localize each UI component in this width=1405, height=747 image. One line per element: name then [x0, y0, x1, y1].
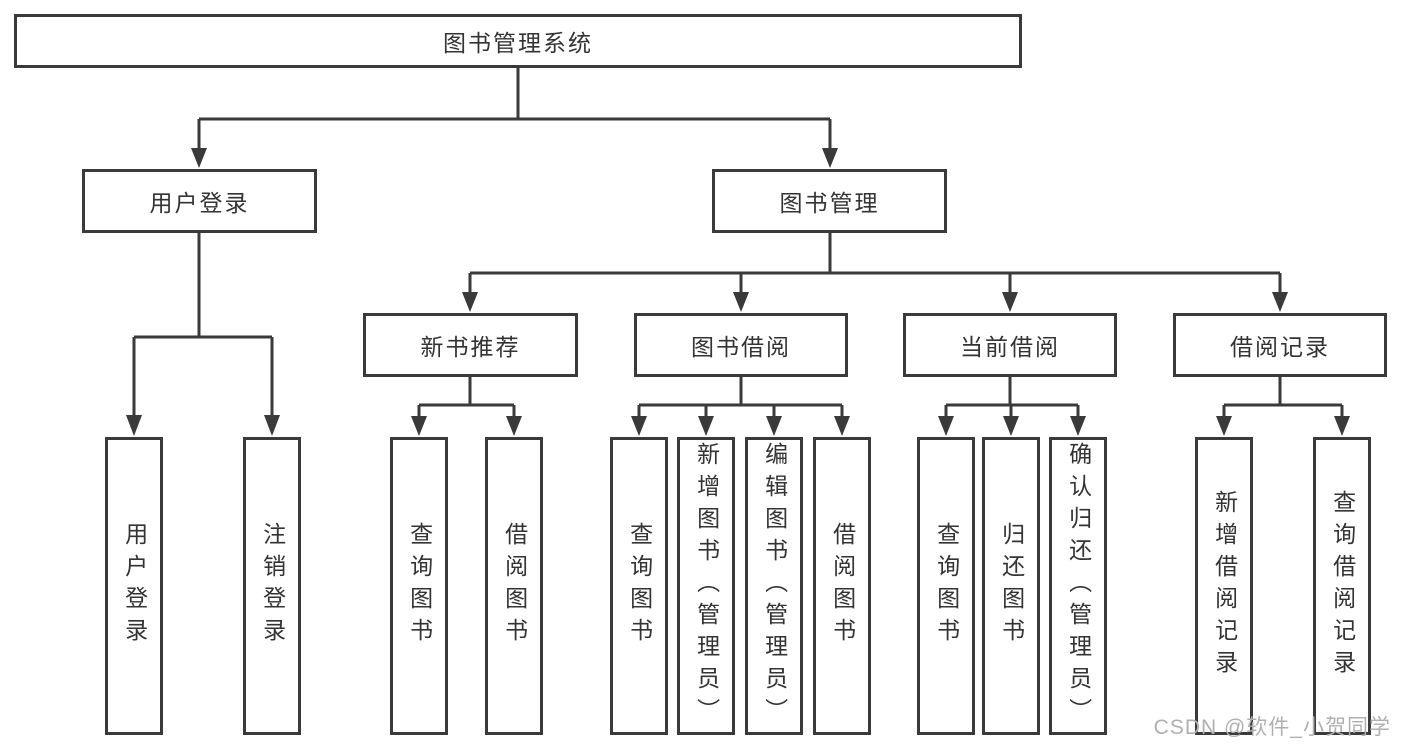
arrowhead-down: [411, 416, 427, 436]
leaf-borrow-book: 借阅图书: [813, 437, 871, 735]
leaf-label: 编辑图书（管理员）: [761, 442, 788, 730]
node-label: 图书借阅: [691, 334, 791, 360]
node-label: 新书推荐: [420, 334, 521, 360]
arrowhead-down: [698, 416, 714, 436]
node-book-borrow: 图书借阅: [634, 313, 848, 377]
leaf-label: 查询图书: [406, 522, 433, 650]
arrowhead-down: [733, 292, 749, 312]
arrowhead-down: [126, 415, 142, 436]
arrowhead-down: [1003, 416, 1019, 436]
connector-line: [1222, 377, 1344, 418]
node-label: 借阅记录: [1230, 334, 1330, 360]
node-user-login: 用户登录: [82, 169, 317, 233]
connector-line: [417, 377, 516, 418]
node-label: 图书管理: [779, 190, 880, 216]
leaf-label: 新增借阅记录: [1211, 490, 1238, 682]
leaf-label: 注销登录: [259, 522, 286, 650]
leaf-label: 查询借阅记录: [1329, 490, 1356, 682]
arrowhead-down: [631, 416, 647, 436]
arrowhead-down: [834, 416, 850, 436]
arrowhead-down: [1334, 416, 1350, 436]
leaf-query-borrow-record: 查询借阅记录: [1313, 437, 1371, 735]
node-label: 用户登录: [149, 190, 250, 216]
node-new-book-recommend: 新书推荐: [363, 313, 578, 377]
connector-line: [132, 233, 274, 417]
leaf-logout: 注销登录: [243, 437, 301, 735]
connector-line: [197, 68, 832, 150]
node-book-management: 图书管理: [712, 169, 947, 233]
arrowhead-down: [1070, 416, 1086, 436]
connector-book-management-split: [462, 233, 1288, 312]
leaf-query-book: 查询图书: [917, 437, 975, 735]
arrowhead-down: [264, 415, 280, 436]
leaf-add-borrow-record: 新增借阅记录: [1195, 437, 1253, 735]
arrowhead-down: [462, 292, 478, 312]
leaf-label: 新增图书（管理员）: [693, 442, 720, 730]
leaf-label: 查询图书: [933, 522, 960, 650]
connector-new-book-split: [411, 377, 522, 436]
leaf-label: 查询图书: [626, 522, 653, 650]
leaf-borrow-book: 借阅图书: [485, 437, 543, 735]
arrowhead-down: [766, 416, 782, 436]
leaf-query-book: 查询图书: [610, 437, 668, 735]
arrowhead-down: [938, 416, 954, 436]
csdn-watermark: CSDN @软件_小贺同学: [1153, 716, 1391, 739]
connector-root-split: [191, 68, 838, 168]
arrowhead-down: [1216, 416, 1232, 436]
connector-user-login-split: [126, 233, 280, 436]
node-label: 图书管理系统: [443, 30, 593, 56]
connector-book-borrow-split: [631, 377, 850, 436]
leaf-return-book: 归还图书: [982, 437, 1040, 735]
connector-line: [944, 377, 1080, 418]
connector-borrow-records-split: [1216, 377, 1350, 436]
arrowhead-down: [1002, 292, 1018, 312]
connector-line: [468, 233, 1282, 294]
leaf-edit-book-admin: 编辑图书（管理员）: [745, 437, 803, 735]
node-current-borrow: 当前借阅: [903, 313, 1117, 377]
leaf-label: 归还图书: [998, 522, 1025, 650]
node-library-system: 图书管理系统: [14, 14, 1022, 68]
connector-current-borrow-split: [938, 377, 1086, 436]
leaf-query-book: 查询图书: [390, 437, 448, 735]
leaf-confirm-return-admin: 确认归还（管理员）: [1049, 437, 1107, 735]
leaf-label: 用户登录: [121, 522, 148, 650]
leaf-label: 借阅图书: [501, 522, 528, 650]
leaf-label: 确认归还（管理员）: [1065, 442, 1092, 730]
arrowhead-down: [822, 148, 838, 168]
leaf-user-login: 用户登录: [105, 437, 163, 735]
connector-line: [637, 377, 844, 418]
arrowhead-down: [1272, 292, 1288, 312]
node-borrow-records: 借阅记录: [1173, 313, 1387, 377]
node-label: 当前借阅: [960, 334, 1060, 360]
leaf-label: 借阅图书: [829, 522, 856, 650]
leaf-add-book-admin: 新增图书（管理员）: [677, 437, 735, 735]
arrowhead-down: [191, 148, 207, 168]
arrowhead-down: [506, 416, 522, 436]
